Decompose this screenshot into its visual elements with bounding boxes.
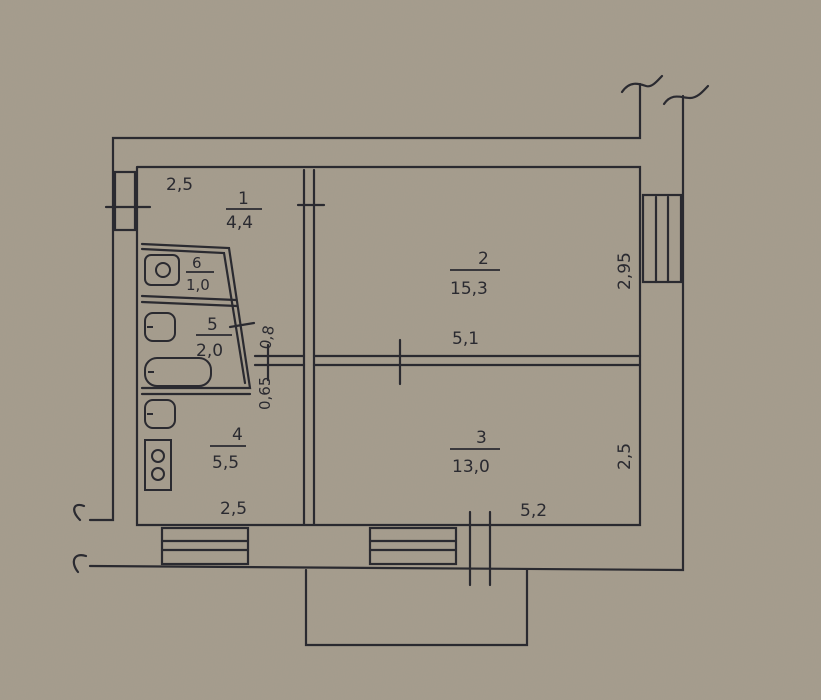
balcony [304,568,529,647]
room-5-area: 2,0 [196,341,223,361]
dim-kitchen-width: 2,5 [220,499,247,519]
window-bottom-right [368,526,458,566]
dim-corridor-depth: 0,65 [256,377,274,410]
bathtub-icon [144,357,212,387]
outer-wall [88,82,642,522]
walls [72,74,710,647]
break-symbol-left-top [73,503,86,522]
bathroom-wall-top [140,242,252,390]
room-2-area: 15,3 [450,279,488,299]
room-6-number: 6 [192,254,202,272]
window-left [113,170,137,232]
stove-icon [144,439,172,491]
room-1-area: 4,4 [226,213,253,233]
kitchen-sink-icon [144,399,176,429]
room-3-area: 13,0 [452,457,490,477]
room-6-area: 1,0 [186,276,210,294]
dim-room2-depth: 2,95 [615,252,635,290]
break-symbol-top [620,74,664,94]
room-labels [186,208,500,450]
room-5-number: 5 [207,315,218,335]
room-1-number: 1 [238,189,249,209]
bathroom-wall-inner [140,247,247,385]
fixtures [144,254,212,491]
dim-room-length: 5,1 [452,329,479,349]
room-2-number: 2 [478,249,489,269]
dim-corridor-width: 0,8 [256,324,278,351]
sink-icon [144,312,176,342]
dim-room3-depth: 2,5 [615,443,635,470]
outer-wall-right [88,94,685,572]
window-bottom-left [160,526,250,566]
dim-hall-width: 2,5 [166,175,193,195]
bathroom-divider-2 [140,300,239,308]
door-tick-bath [228,321,256,329]
break-symbol-left-bottom [72,554,88,574]
inner-wall [135,165,642,527]
window-right [641,193,683,284]
room-4-area: 5,5 [212,453,239,473]
room-4-number: 4 [232,425,243,445]
dim-room3-length: 5,2 [520,501,547,521]
bathroom-divider-1 [140,294,238,302]
toilet-icon [144,254,180,286]
break-symbol-top-right [662,84,710,106]
room-3-number: 3 [476,428,487,448]
